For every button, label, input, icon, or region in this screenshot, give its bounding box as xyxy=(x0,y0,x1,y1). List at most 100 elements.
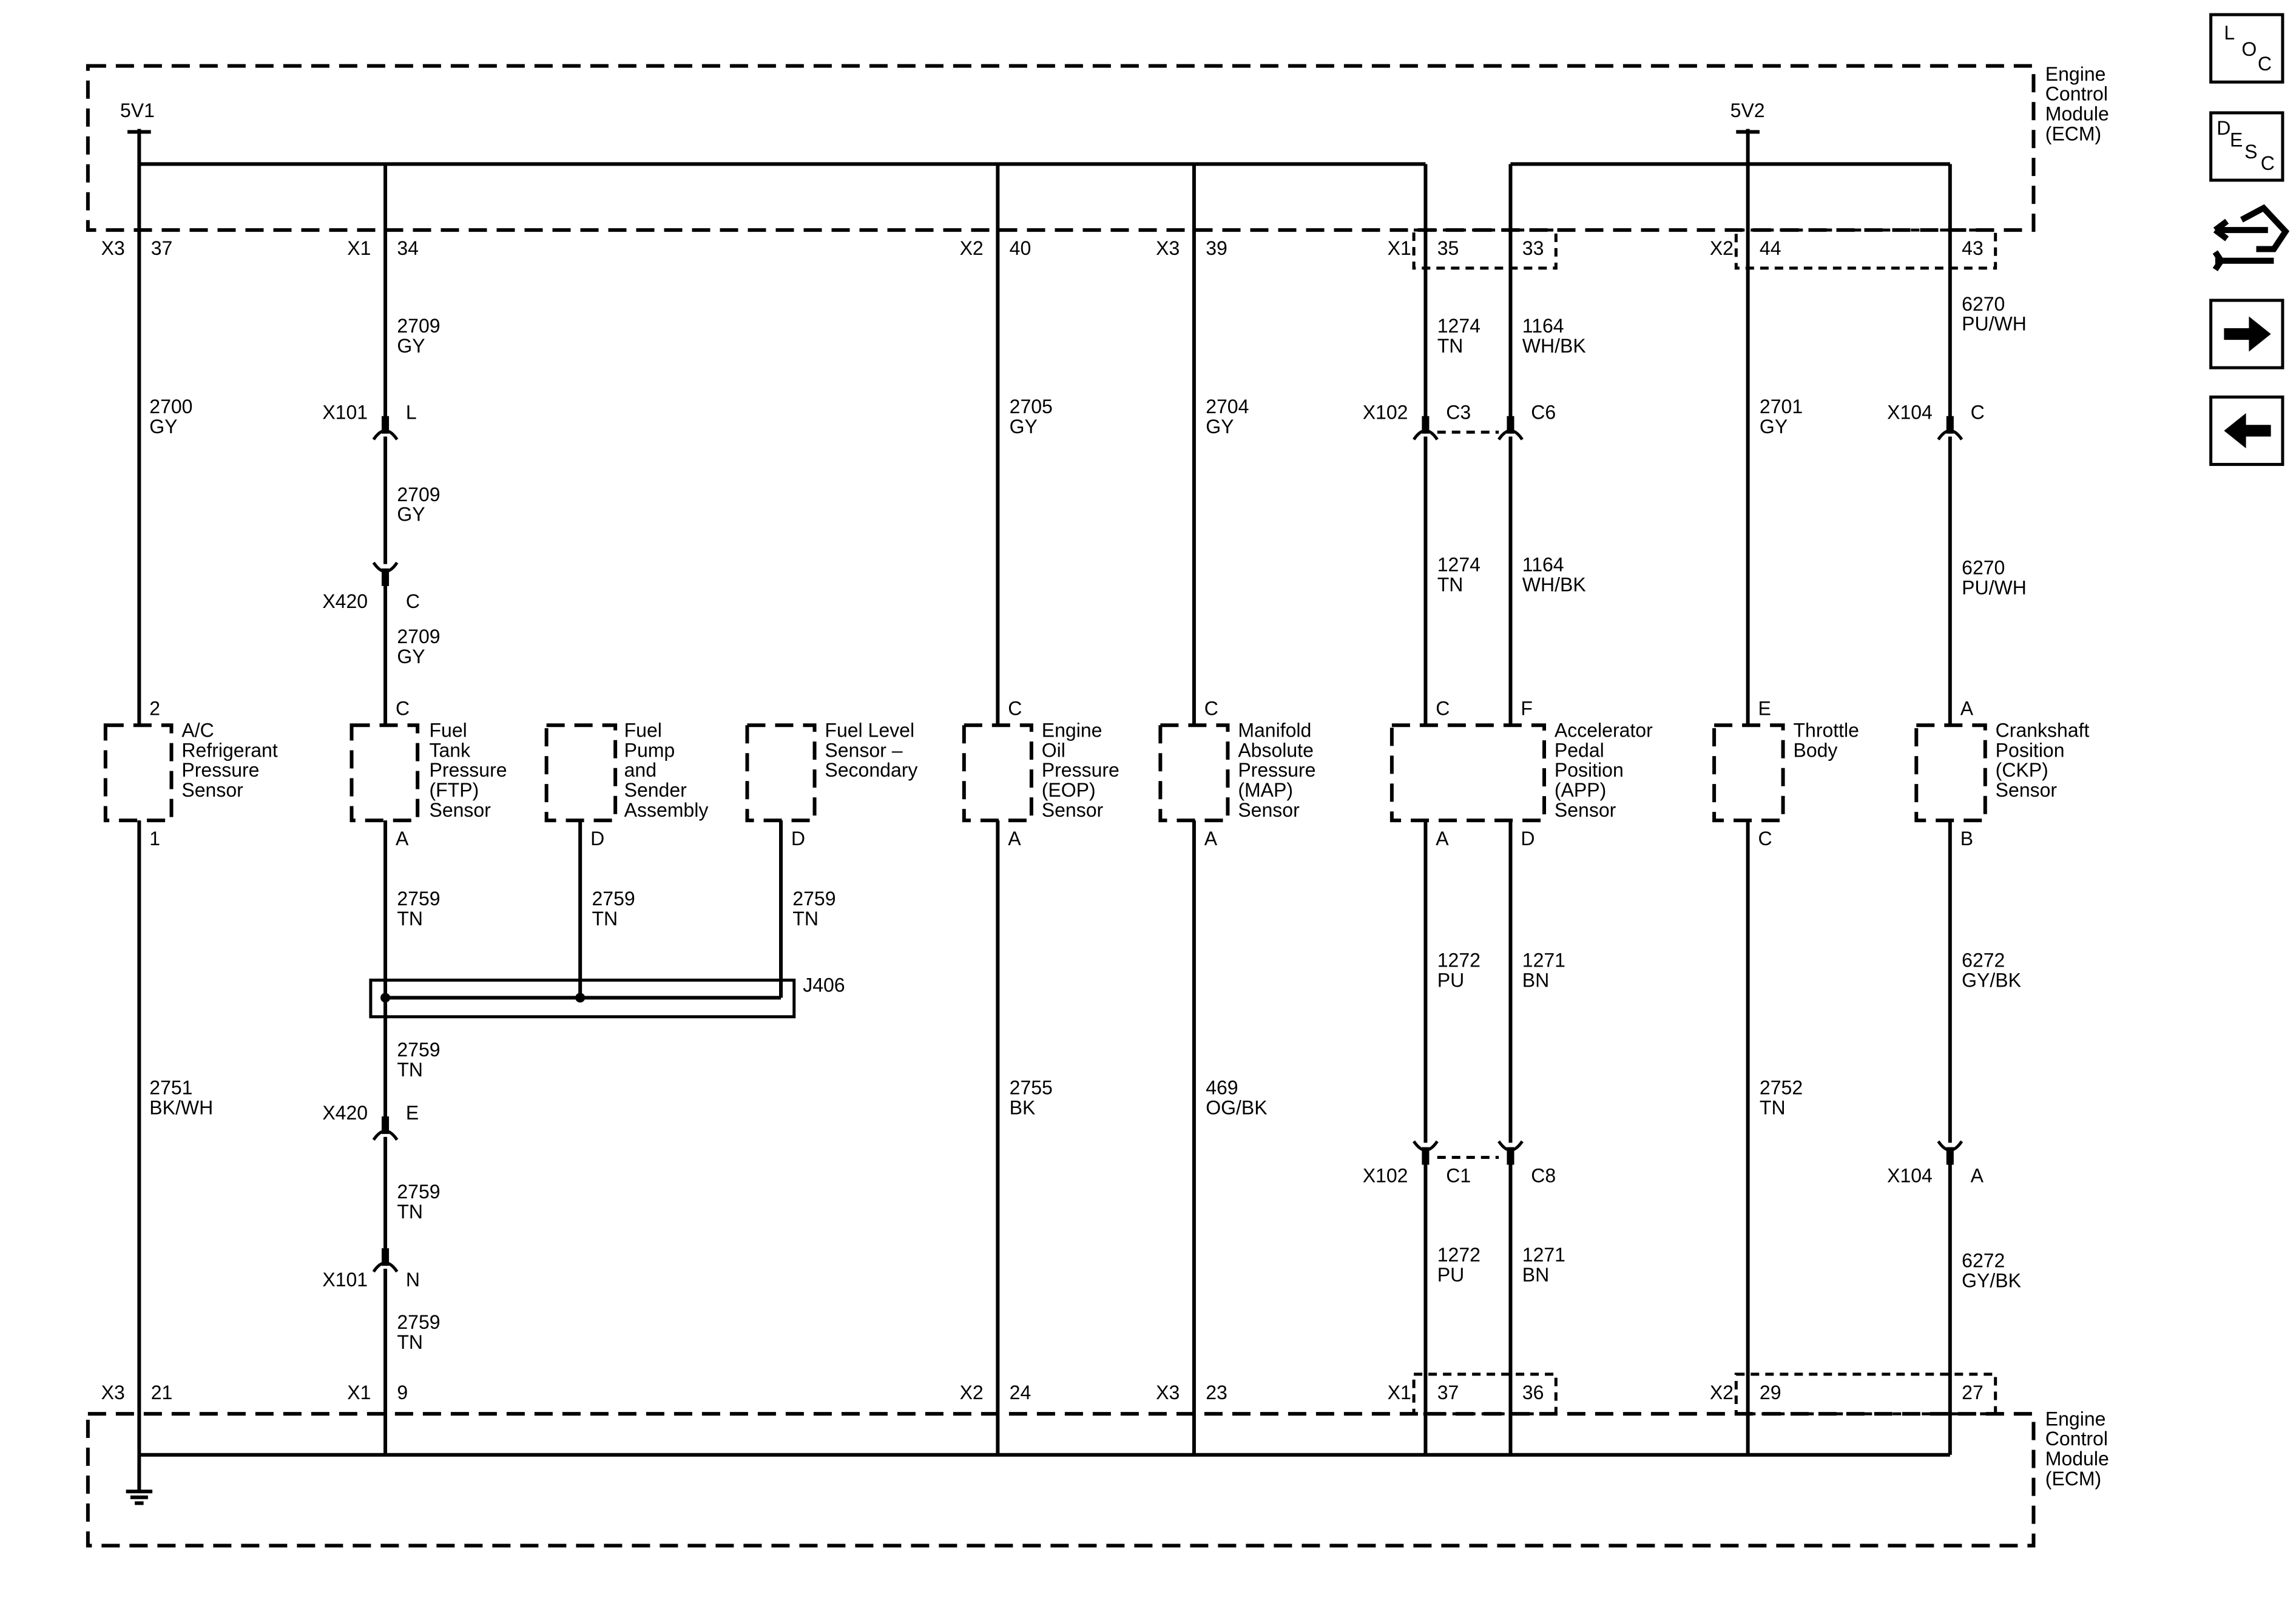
wire-color: BK xyxy=(1010,1097,1036,1119)
ecm-connector-label: X1 xyxy=(1388,1382,1411,1403)
ecm-connector-label: X3 xyxy=(101,237,125,259)
wire-circuit-number: 2705 xyxy=(1010,396,1053,417)
ecm-connector-label: X2 xyxy=(1710,237,1734,259)
arrow-right-glyph xyxy=(2224,316,2271,352)
loc-icon: LOC xyxy=(2224,22,2272,75)
wire-color: BN xyxy=(1522,1264,1549,1286)
component-name: Accelerator xyxy=(1555,720,1653,741)
x102-c1-male xyxy=(1422,1147,1430,1165)
x420-c-male xyxy=(382,568,390,586)
wire-circuit-number: 6270 xyxy=(1962,293,2005,315)
supply-label-5v2: 5V2 xyxy=(1730,100,1765,121)
wire-circuit-number: 2700 xyxy=(149,396,192,417)
component-name: Fuel xyxy=(429,720,467,741)
wire-color: TN xyxy=(397,1331,423,1353)
wire-circuit-number: 1271 xyxy=(1522,950,1565,971)
wire-circuit-number: 2704 xyxy=(1206,396,1249,417)
component-pin-top: A xyxy=(1960,697,1974,719)
wire-color: PU xyxy=(1437,969,1464,991)
icon-letter: C xyxy=(2261,152,2275,174)
component-name: Pressure xyxy=(1238,759,1315,781)
component-name: Manifold xyxy=(1238,720,1311,741)
component-name: Sensor xyxy=(181,779,243,801)
component-name: Sender xyxy=(624,779,687,801)
component-name: Sensor xyxy=(1555,799,1616,821)
component-name: (APP) xyxy=(1555,779,1606,801)
wire-circuit-number: 1164 xyxy=(1522,554,1564,576)
inline-connector-pin: C xyxy=(1971,402,1985,424)
ecm-pin-label: 37 xyxy=(1437,1382,1459,1403)
wire-color: PU/WH xyxy=(1962,576,2027,598)
ecm-connector-label: X2 xyxy=(1710,1382,1734,1403)
connector-x2-top-group xyxy=(1734,228,1997,270)
inline-connector-pin: N xyxy=(406,1269,420,1291)
component-pin-bottom: A xyxy=(1204,828,1218,849)
wire-color: GY xyxy=(1760,416,1788,437)
wire-circuit-number: 1272 xyxy=(1437,1244,1481,1266)
wire-color: WH/BK xyxy=(1522,335,1586,357)
wire-circuit-number: 1274 xyxy=(1437,315,1481,337)
ecm-bottom-label: Engine xyxy=(2045,1408,2106,1430)
wire-color: GY xyxy=(149,416,177,437)
wire-circuit-number: 2759 xyxy=(397,1311,440,1333)
icon-letter: D xyxy=(2217,117,2230,139)
ecm-connector-label: X3 xyxy=(1156,1382,1180,1403)
x102-c6-male xyxy=(1507,416,1514,434)
splice-j406-box xyxy=(369,978,796,1019)
inline-connector-pin: C8 xyxy=(1531,1165,1556,1187)
ecm-pin-label: 23 xyxy=(1206,1382,1227,1403)
wire-color: GY xyxy=(397,335,425,357)
wire-color: GY/BK xyxy=(1962,969,2021,991)
ecm-connector-label: X3 xyxy=(1156,237,1180,259)
wire-circuit-number: 6272 xyxy=(1962,950,2005,971)
component-name: Secondary xyxy=(825,759,917,781)
connector-x1-top-group xyxy=(1412,228,1558,270)
ecm-bottom-label: Module xyxy=(2045,1448,2109,1470)
wire-circuit-number: 2701 xyxy=(1760,396,1803,417)
component-name: Crankshaft xyxy=(1996,720,2090,741)
x101-n-male xyxy=(382,1248,390,1266)
x101-l-male xyxy=(382,416,390,434)
icon-letter: O xyxy=(2241,38,2257,60)
component-name: (MAP) xyxy=(1238,779,1293,801)
arrow-left-button[interactable] xyxy=(2209,395,2284,466)
component-name: Fuel Level xyxy=(825,720,914,741)
loc-button[interactable]: LOC xyxy=(2209,13,2284,84)
wire-color: OG/BK xyxy=(1206,1097,1267,1119)
ecm-top-label: (ECM) xyxy=(2045,123,2101,144)
wire-color: GY/BK xyxy=(1962,1269,2021,1291)
component-name: Position xyxy=(1996,739,2065,761)
wire-color: GY xyxy=(1010,416,1038,437)
inline-connector-name: X102 xyxy=(1363,402,1408,424)
component-pin-bottom: D xyxy=(791,828,805,849)
ecm-connector-label: X1 xyxy=(347,237,371,259)
inline-connector-name: X420 xyxy=(322,1102,368,1124)
wire-color: TN xyxy=(792,908,819,930)
ecm-pin-label: 21 xyxy=(151,1382,173,1403)
component-name: (FTP) xyxy=(429,779,479,801)
component-name: Engine xyxy=(1042,720,1102,741)
ecm-bottom-box xyxy=(86,1412,2036,1548)
wire-color: BN xyxy=(1522,969,1549,991)
wire-circuit-number: 2759 xyxy=(397,1039,440,1061)
inline-connector-pin: A xyxy=(1971,1165,1984,1187)
component-box xyxy=(1389,723,1546,823)
inline-connector-name: X420 xyxy=(322,590,368,612)
component-pin-top: C xyxy=(1436,697,1450,719)
arrow-right-button[interactable] xyxy=(2209,299,2284,370)
component-name: Sensor xyxy=(429,799,491,821)
component-pin-bottom: B xyxy=(1960,828,1973,849)
component-pin-bottom: D xyxy=(1521,828,1535,849)
wire-circuit-number: 2752 xyxy=(1760,1077,1803,1099)
connector-repair-button[interactable] xyxy=(2212,204,2290,272)
component-box xyxy=(349,723,420,823)
arrow-left-glyph xyxy=(2224,413,2271,448)
wire-color: TN xyxy=(1760,1097,1786,1119)
component-name: Tank xyxy=(429,739,471,761)
inline-connector-name: X101 xyxy=(322,1269,368,1291)
component-name: Position xyxy=(1555,759,1624,781)
ecm-pin-label: 35 xyxy=(1437,237,1459,259)
component-pin-bottom: A xyxy=(396,828,409,849)
